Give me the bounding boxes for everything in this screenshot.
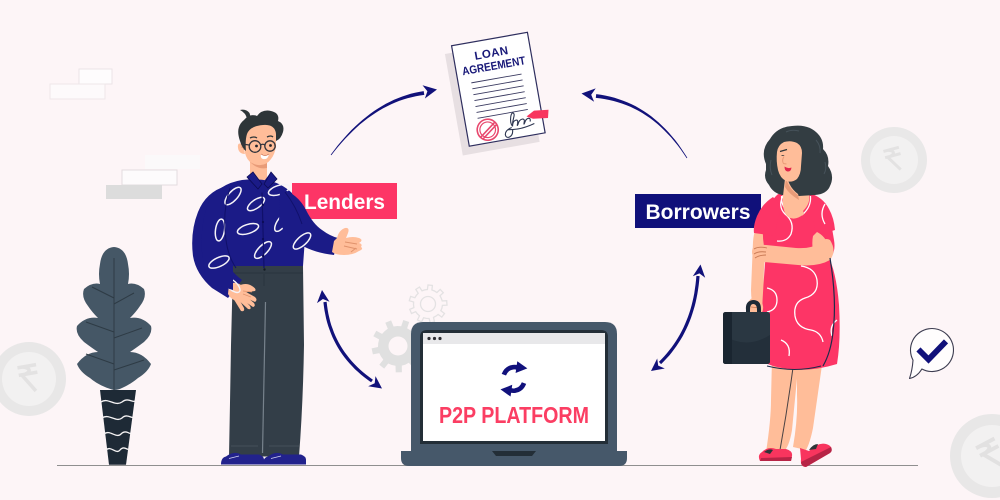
svg-text:P2P PLATFORM: P2P PLATFORM xyxy=(439,402,589,428)
svg-text:LOAN: LOAN xyxy=(474,45,510,63)
svg-text:Borrowers: Borrowers xyxy=(646,201,751,224)
svg-text:Lenders: Lenders xyxy=(304,190,385,214)
